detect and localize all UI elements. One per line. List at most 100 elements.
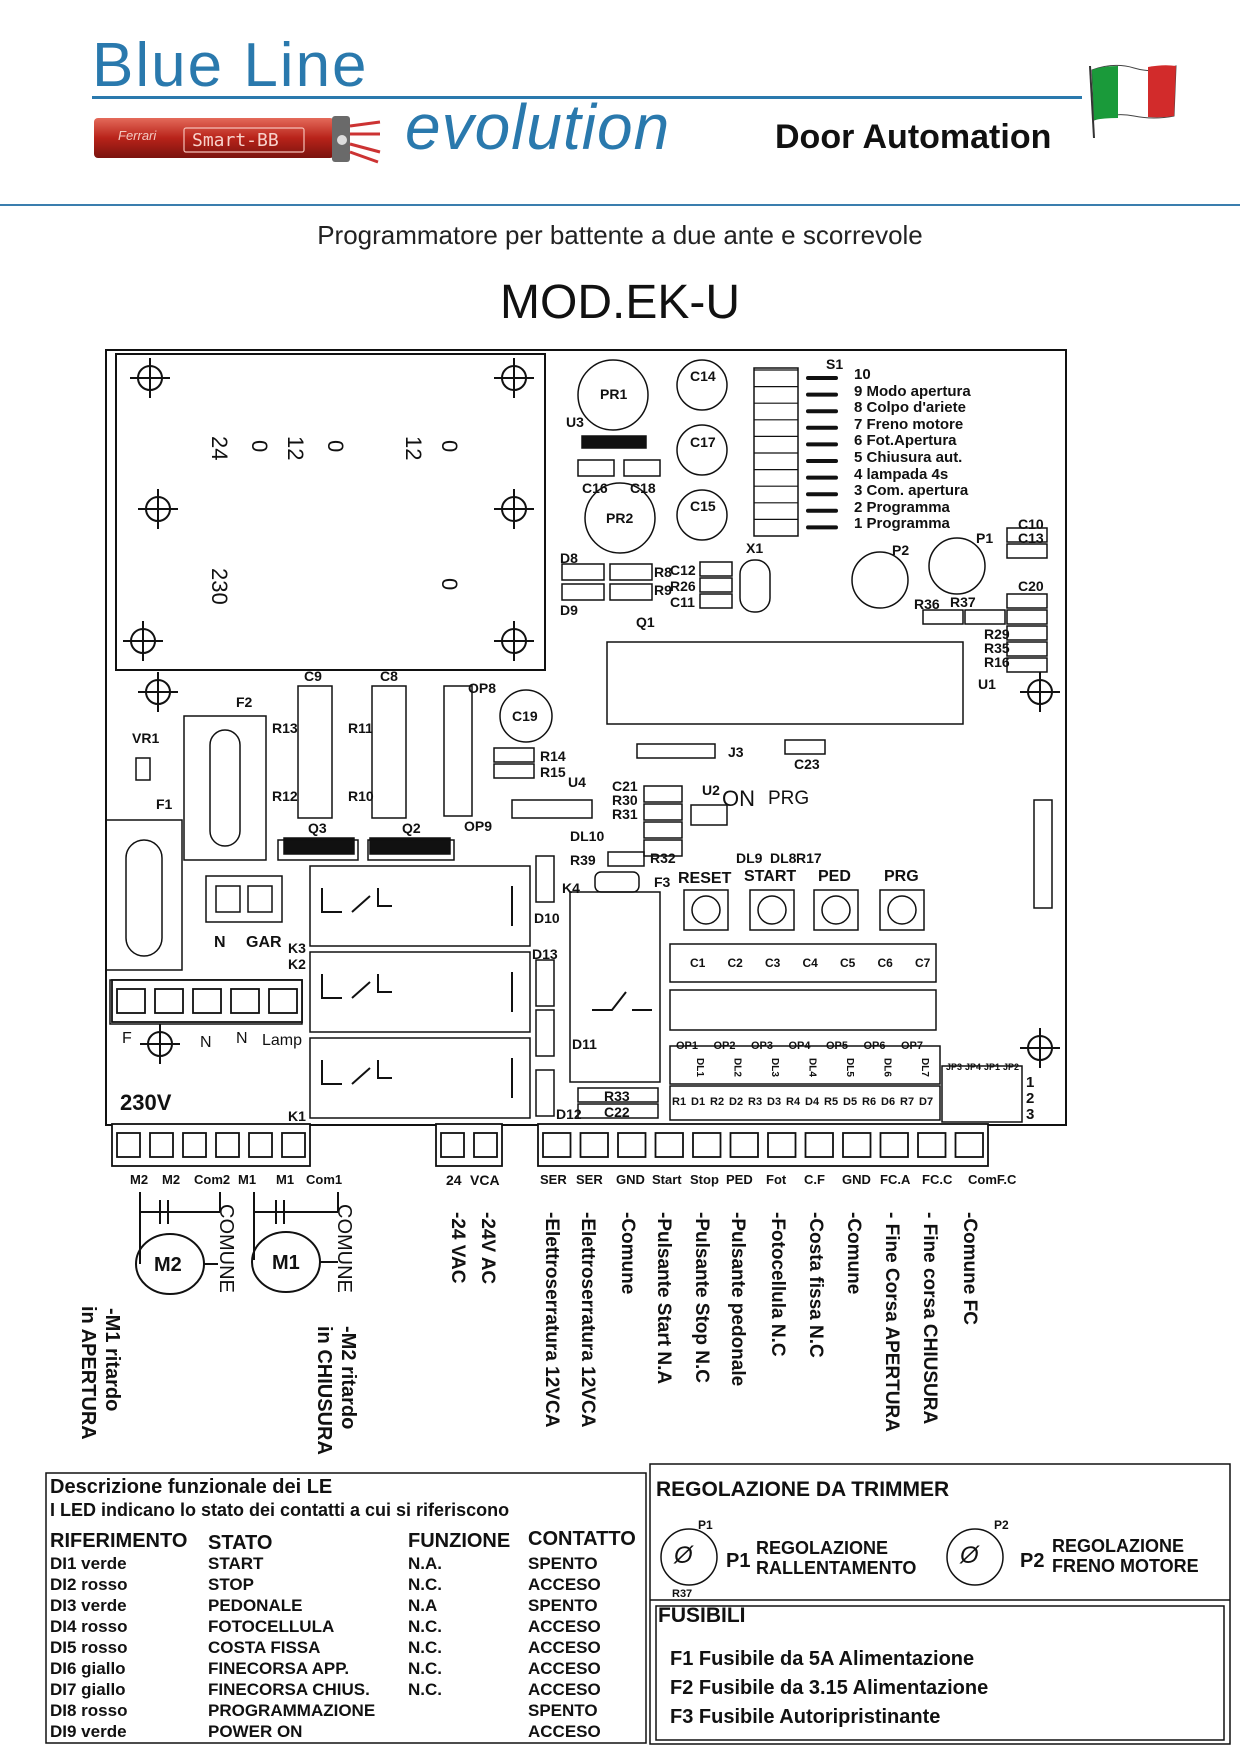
m1-comune: COMUNE [333, 1204, 355, 1293]
label-r32: R32 [650, 850, 676, 866]
wiring-desc-label: - Fine corsa CHIUSURA [919, 1212, 940, 1425]
label-r31: R31 [612, 806, 638, 822]
terminal-block-motors-slot [149, 1132, 174, 1158]
terminal-block-lamp-slot [230, 988, 260, 1014]
terminal-block-motors-slot [116, 1132, 141, 1158]
cap-label: C6 [877, 956, 893, 970]
dip-item-label: 3 Com. apertura [854, 482, 969, 500]
button-label-ped: PED [818, 868, 851, 885]
terminal-label-right: ComF.C [968, 1172, 1017, 1187]
label-r16: R16 [984, 654, 1010, 670]
terminal-label-right: C.F [804, 1172, 825, 1187]
product-logo-brand: Ferrari [118, 128, 157, 143]
terminal-label-left: M1 [238, 1172, 257, 1187]
led-header-contatto: CONTATTO [528, 1528, 636, 1550]
relay-contact [377, 1060, 392, 1079]
rd-label: R4 [786, 1096, 801, 1108]
led-table-cell: DI7 giallo [50, 1680, 126, 1699]
m2-comune: COMUNE [215, 1204, 237, 1293]
label-r12: R12 [272, 788, 298, 804]
label-pr1: PR1 [600, 386, 628, 402]
dl-label: DL1 [694, 1058, 705, 1077]
wiring-desc-label: -24 VAC [447, 1212, 468, 1284]
dl-label: DL7 [919, 1058, 930, 1077]
label-c8: C8 [380, 668, 398, 684]
label-q3: Q3 [308, 820, 327, 836]
rd-label: R6 [862, 1096, 877, 1108]
label-r15: R15 [540, 764, 566, 780]
label-op8: OP8 [468, 680, 497, 696]
label-c23: C23 [794, 756, 820, 772]
wiring-desc-label: -Costa fissa N.C [805, 1212, 826, 1358]
led-table-cell: FINECORSA APP. [208, 1659, 350, 1678]
terminal-block-inputs-slot [542, 1132, 572, 1158]
led-table-cell: DI3 verde [50, 1596, 127, 1615]
terminal-label-right: PED [726, 1172, 753, 1187]
cap-label: C1 [690, 956, 706, 970]
xfmr-label-0c: 0 [437, 440, 462, 453]
dl-label: DL6 [881, 1058, 893, 1077]
r37-partial-label: R37 [672, 1588, 693, 1598]
xfmr-label-0a: 0 [247, 440, 272, 453]
label-r35: R35 [984, 640, 1010, 656]
label-c16: C16 [582, 480, 608, 496]
trimmer-title: REGOLAZIONE DA TRIMMER [656, 1478, 950, 1501]
label-vr1: VR1 [132, 730, 160, 746]
label-r8: R8 [654, 564, 672, 580]
button-label-reset: RESET [678, 870, 732, 887]
relay-contact [351, 1067, 371, 1085]
terminal-block-lamp-slot [154, 988, 184, 1014]
p2-small-label: P2 [994, 1518, 1009, 1532]
led-table-cell: DI2 rosso [50, 1575, 128, 1594]
dl-label: DL2 [731, 1058, 743, 1077]
label-d10: D10 [534, 910, 560, 926]
label-k1: K1 [288, 1108, 306, 1124]
relay-contact [377, 974, 392, 993]
wiring-desc-label: -Pulsante pedonale [727, 1212, 748, 1387]
rd-label: R1 [672, 1096, 687, 1108]
motor-m2-label: M2 [154, 1254, 182, 1276]
gar-label-n: N [214, 934, 226, 951]
label-q1: Q1 [636, 614, 655, 630]
label-r10: R10 [348, 788, 374, 804]
terminal-label-mid: 24 [446, 1172, 462, 1188]
dip-item-label: 1 Programma [854, 515, 950, 533]
xfmr-label-12a: 12 [283, 436, 308, 461]
terminal-block-inputs-slot [842, 1132, 872, 1158]
label-k2: K2 [288, 956, 306, 972]
label-r13: R13 [272, 720, 298, 736]
m2-delay-line1: -M2 ritardo [337, 1326, 359, 1430]
terminal-label-right: GND [842, 1172, 871, 1187]
label-c12: C12 [670, 562, 696, 578]
jp-label: JP2 [1003, 1062, 1020, 1072]
dip-item-label: 10 [854, 366, 871, 383]
p2-code: P2 [1020, 1550, 1045, 1572]
rd-label: R5 [824, 1096, 839, 1108]
label-x1: X1 [746, 540, 764, 556]
terminal-block-motors [111, 1123, 311, 1167]
led-table-cell: N.C. [408, 1617, 442, 1636]
label-c20: C20 [1018, 578, 1044, 594]
lamp-label-f: F [122, 1030, 132, 1047]
led-table-cell: STOP [208, 1575, 254, 1594]
wiring-desc-label: -Elettroserratura 12VCA [577, 1212, 598, 1428]
wiring-desc-label: -Pulsante Stop N.C [691, 1212, 712, 1384]
label-dl9: DL9 [736, 850, 763, 866]
wiring-desc-label: -Elettroserratura 12VCA [541, 1212, 562, 1428]
terminal-label-left: M1 [276, 1172, 295, 1187]
label-d11: D11 [572, 1036, 597, 1052]
led-table-title: Descrizione funzionale dei LE [50, 1476, 333, 1498]
led-table-cell: PEDONALE [208, 1596, 303, 1615]
jp-number: 2 [1026, 1090, 1035, 1107]
jp-label: JP3 [946, 1062, 963, 1072]
label-f1: F1 [156, 796, 173, 812]
m2-delay-line2: in CHIUSURA [313, 1326, 335, 1455]
label-on: ON [722, 786, 755, 811]
label-c17: C17 [690, 434, 716, 450]
label-r37: R37 [950, 594, 976, 610]
fuse-f3: F3 Fusibile Autoripristinante [670, 1706, 941, 1728]
rd-label: D6 [881, 1096, 896, 1108]
label-f2: F2 [236, 694, 253, 710]
terminal-label-right: SER [576, 1172, 603, 1187]
